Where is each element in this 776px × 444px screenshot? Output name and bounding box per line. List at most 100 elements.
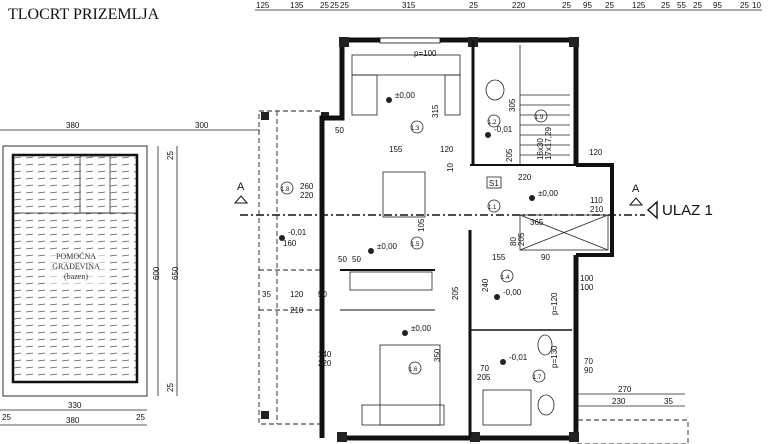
dim-label: 650 <box>171 266 180 280</box>
annotation: 17x17,29 <box>544 127 553 160</box>
annotation: 315 <box>431 104 440 118</box>
annotation: 16x30 <box>536 138 545 160</box>
annotation: 120 <box>440 145 454 154</box>
accessory-label: GRAĐEVINA <box>52 262 100 271</box>
annotation: 50 <box>338 255 347 264</box>
elevation-marks: ±0,00 -0,01 ±0,00 -0,01 ±0,00 -0,00 ±0,0… <box>279 91 559 365</box>
annotation: 210 <box>290 306 304 315</box>
annotation: 140 <box>318 350 332 359</box>
elevation: ±0,00 <box>411 324 432 333</box>
section-marker: A <box>237 181 245 193</box>
dim-label: 315 <box>402 1 416 10</box>
dim-label: 330 <box>68 401 82 410</box>
staircase <box>519 45 570 165</box>
annotation: 35 <box>664 397 673 406</box>
elevation: -0,01 <box>494 125 513 134</box>
dim-label: 300 <box>195 121 209 130</box>
elevation: ±0,00 <box>395 91 416 100</box>
annotation: 50 <box>352 255 361 264</box>
dim-label: 220 <box>512 1 526 10</box>
annotation: 220 <box>318 359 332 368</box>
annotation: 270 <box>618 385 632 394</box>
room-code: S1 <box>489 179 499 188</box>
dim-label: 125 <box>256 1 270 10</box>
annotation: 160 <box>283 239 297 248</box>
room-labels: 1.2 1.3 1.9 S1 1.1 1.5 1.4 1.6 1.7 1.8 <box>280 109 548 383</box>
entrance-label: ULAZ 1 <box>662 202 713 219</box>
annotation: 105 <box>417 218 426 232</box>
elevation: -0,01 <box>509 353 528 362</box>
dim-label: 25 <box>320 1 329 10</box>
accessory-building: 380 300 POMOĆNA GRAĐEVINA (bazen) 600 65… <box>0 121 260 426</box>
room-number: 1.4 <box>501 275 510 281</box>
dim-label: 25 <box>166 151 175 160</box>
dim-label: 25 <box>330 1 339 10</box>
dim-label: 95 <box>713 1 722 10</box>
annotation: 260 <box>300 182 314 191</box>
annotation: 90 <box>541 253 550 262</box>
annotation: 10 <box>446 163 455 172</box>
elevation: ±0,00 <box>377 242 398 251</box>
annotation: p=130 <box>550 345 559 368</box>
annotation: 210 <box>590 205 604 214</box>
annotation: 365 <box>530 218 544 227</box>
annotation: 70 <box>480 364 489 373</box>
entrance-marker: ULAZ 1 <box>646 200 713 220</box>
annotation: 230 <box>612 397 626 406</box>
dim-label: 125 <box>632 1 646 10</box>
plan-title: TLOCRT PRIZEMLJA <box>8 6 160 23</box>
dim-label: 25 <box>605 1 614 10</box>
room-number: 1.5 <box>411 242 420 248</box>
annotation: 70 <box>584 357 593 366</box>
main-building <box>319 37 614 442</box>
elevation: -0,01 <box>288 228 307 237</box>
section-marker: A <box>632 183 640 195</box>
annotation: 220 <box>518 173 532 182</box>
room-number: 1.3 <box>411 126 420 132</box>
dim-label: 25 <box>166 383 175 392</box>
annotation: p=100 <box>414 49 437 58</box>
annotation: 205 <box>451 286 460 300</box>
dim-label: 95 <box>583 1 592 10</box>
annotation: 155 <box>492 253 506 262</box>
annotation: p=120 <box>550 292 559 315</box>
annotation: 120 <box>589 148 603 157</box>
dim-label: 25 <box>693 1 702 10</box>
dim-label: 380 <box>66 121 80 130</box>
room-number: 1.8 <box>281 187 290 193</box>
dim-label: 25 <box>340 1 349 10</box>
dim-label: 380 <box>66 416 80 425</box>
dim-label: 25 <box>136 413 145 422</box>
dim-label: 25 <box>562 1 571 10</box>
annotation: 305 <box>508 98 517 112</box>
elevation: ±0,00 <box>538 189 559 198</box>
annotation: 100 <box>580 274 594 283</box>
annotation: 100 <box>580 283 594 292</box>
accessory-label: (bazen) <box>64 272 88 281</box>
annotation: 35 <box>262 290 271 299</box>
annotation: 205 <box>517 232 526 246</box>
section-line-a: A A <box>233 181 645 216</box>
room-number: 1.7 <box>533 375 542 381</box>
dim-label: 55 <box>677 1 686 10</box>
annotation: 220 <box>300 191 314 200</box>
terrace <box>258 110 329 425</box>
annotation: 205 <box>477 373 491 382</box>
annotation: 120 <box>290 290 304 299</box>
dim-label: 10 <box>752 1 761 10</box>
annotation: 80 <box>509 237 518 246</box>
dim-label: 600 <box>152 266 161 280</box>
annotation: 50 <box>335 126 344 135</box>
annotation: 350 <box>433 348 442 362</box>
dim-label: 25 <box>2 413 11 422</box>
accessory-label: POMOĆNA <box>56 251 96 261</box>
dim-label: 25 <box>469 1 478 10</box>
dimension-annotations: p=100 315 305 16x30 17x17,29 50 155 120 … <box>262 49 689 444</box>
room-number: 1.1 <box>488 205 497 211</box>
dim-label: 25 <box>661 1 670 10</box>
annotation: 155 <box>389 145 403 154</box>
annotation: 205 <box>505 148 514 162</box>
annotation: 50 <box>318 290 327 299</box>
room-number: 1.2 <box>488 120 497 126</box>
